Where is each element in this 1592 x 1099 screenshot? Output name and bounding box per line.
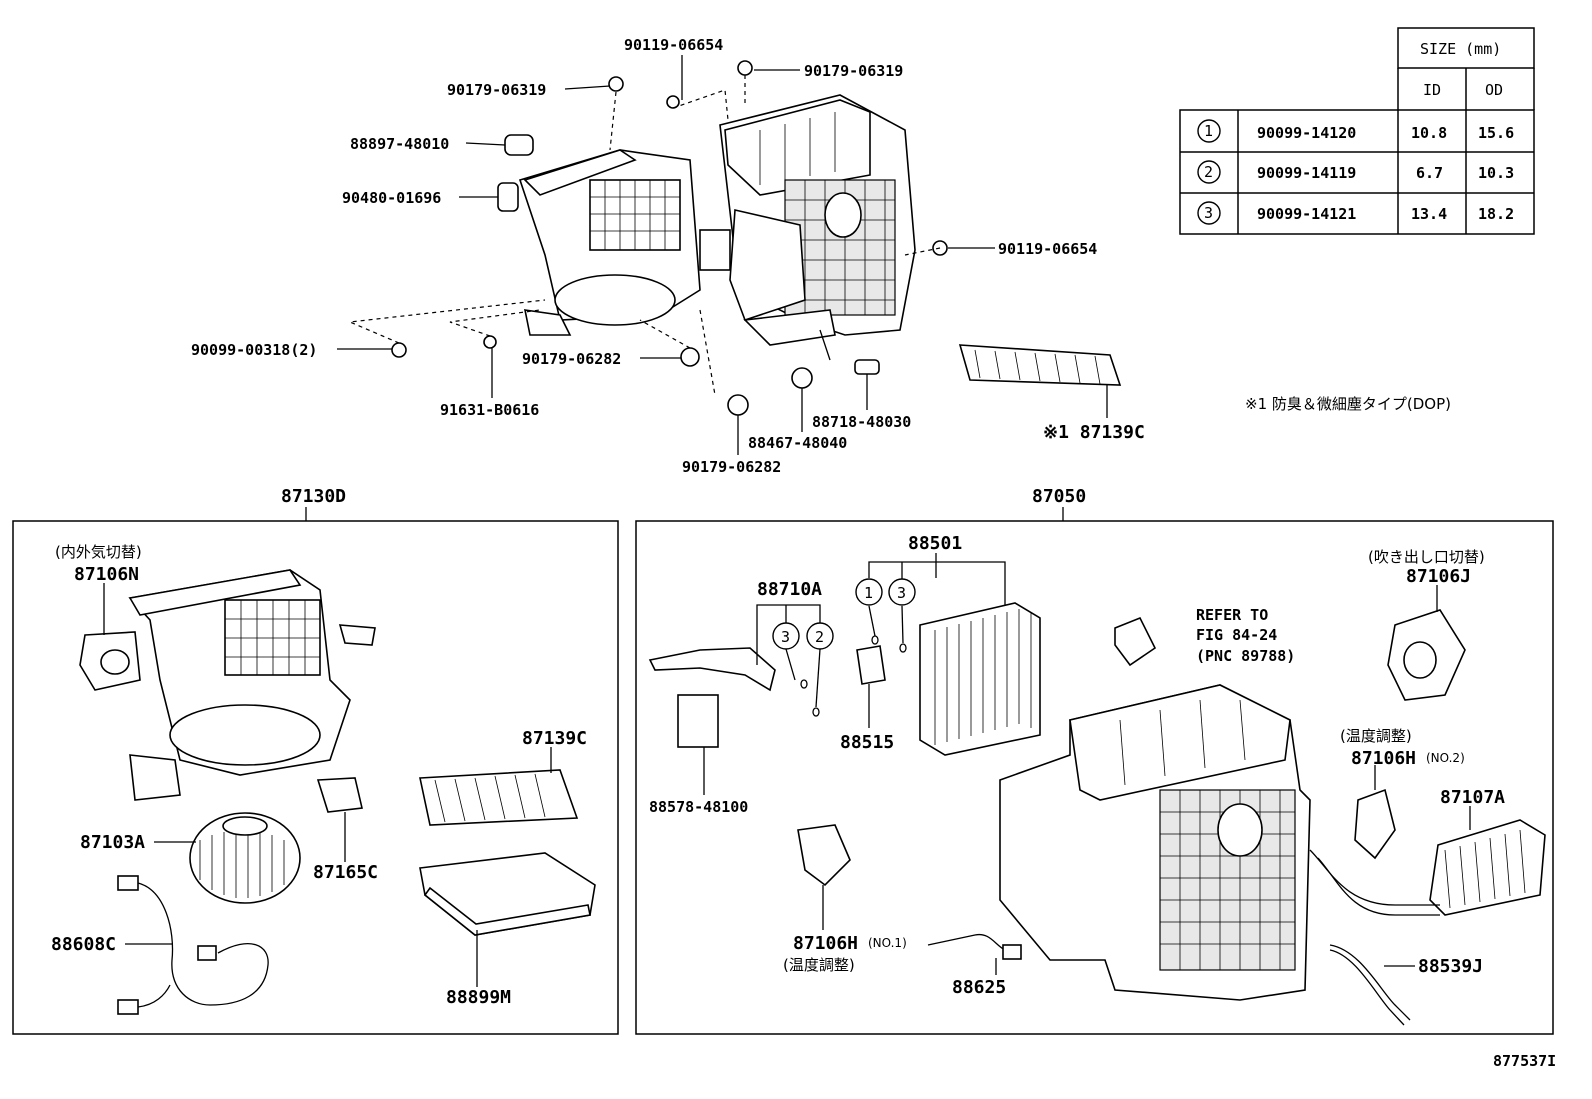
table-row-part: 90099-14121 (1257, 205, 1356, 223)
note-87106h-no2: (温度調整) (1340, 727, 1412, 745)
label-90179-06282-a: 90179-06282 (522, 350, 621, 368)
label-87106j: 87106J (1406, 566, 1471, 587)
circle-mark-3: 3 (897, 584, 906, 602)
left-box-leaders (103, 583, 552, 987)
table-row-mark: 3 (1204, 204, 1213, 222)
size-table (1179, 27, 1535, 235)
label-87165c: 87165C (313, 862, 378, 883)
label-88608c: 88608C (51, 934, 116, 955)
table-row-id: 6.7 (1416, 164, 1443, 182)
table-row-id: 13.4 (1411, 205, 1447, 223)
label-90119-06654-top: 90119-06654 (624, 36, 723, 54)
label-87139c-note: ※1 87139C (1043, 422, 1145, 443)
label-90179-06319-left: 90179-06319 (447, 81, 546, 99)
label-88515: 88515 (840, 732, 894, 753)
table-row-od: 10.3 (1478, 164, 1514, 182)
label-87106h-no2: 87106H (1351, 748, 1416, 769)
refer-line-2: FIG 84-24 (1196, 626, 1277, 644)
refer-line-1: REFER TO (1196, 606, 1268, 624)
label-88718-48030: 88718-48030 (812, 413, 911, 431)
right-box-leaders (703, 553, 1471, 975)
circle-mark-3: 3 (781, 628, 790, 646)
label-87106n: 87106N (74, 564, 139, 585)
label-87106h-no1-suffix: (NO.1) (868, 936, 907, 950)
label-88897-48010: 88897-48010 (350, 135, 449, 153)
right-box-drawing (648, 602, 1546, 1026)
label-90480-01696: 90480-01696 (342, 189, 441, 207)
label-87103a: 87103A (80, 832, 145, 853)
label-90099-00318: 90099-00318(2) (191, 341, 317, 359)
note-87106h-no1: (温度調整) (783, 956, 855, 974)
right-box-circles (772, 578, 916, 650)
table-row-mark: 2 (1204, 163, 1213, 181)
right-box-title: 87050 (1032, 486, 1086, 507)
label-87106h-no2-suffix: (NO.2) (1426, 751, 1465, 765)
label-87139c: 87139C (522, 728, 587, 749)
label-88625: 88625 (952, 977, 1006, 998)
label-88539j: 88539J (1418, 956, 1483, 977)
top-leaders (337, 55, 1108, 455)
label-88467-48040: 88467-48040 (748, 434, 847, 452)
label-88578-48100: 88578-48100 (649, 798, 748, 816)
table-row-part: 90099-14119 (1257, 164, 1356, 182)
note-87106j: (吹き出し口切替) (1368, 548, 1485, 566)
left-box-title: 87130D (281, 486, 346, 507)
label-90179-06282-b: 90179-06282 (682, 458, 781, 476)
table-row-od: 18.2 (1478, 205, 1514, 223)
table-row-mark: 1 (1204, 122, 1213, 140)
table-row-od: 15.6 (1478, 124, 1514, 142)
label-90179-06319-right: 90179-06319 (804, 62, 903, 80)
label-88501: 88501 (908, 533, 962, 554)
footnote-dop: ※1 防臭＆微細塵タイプ(DOP) (1245, 395, 1451, 413)
label-88899m: 88899M (446, 987, 511, 1008)
top-assembly-drawing (347, 60, 1122, 416)
note-87106n: (内外気切替) (55, 543, 142, 561)
figure-id: 877537I (1493, 1052, 1556, 1070)
right-box-frame (635, 520, 1554, 1035)
refer-line-3: (PNC 89788) (1196, 647, 1295, 665)
label-87106h-no1: 87106H (793, 933, 858, 954)
table-row-id: 10.8 (1411, 124, 1447, 142)
table-header-size: SIZE (mm) (1420, 40, 1501, 58)
table-header-id: ID (1423, 81, 1441, 99)
circle-mark-1: 1 (864, 584, 873, 602)
left-box-frame (12, 520, 619, 1035)
label-91631-b0616: 91631-B0616 (440, 401, 539, 419)
table-row-part: 90099-14120 (1257, 124, 1356, 142)
label-90119-06654-right: 90119-06654 (998, 240, 1097, 258)
circle-mark-2: 2 (815, 628, 824, 646)
left-box-drawing (79, 569, 596, 1015)
label-88710a: 88710A (757, 579, 822, 600)
label-87107a: 87107A (1440, 787, 1505, 808)
table-header-od: OD (1485, 81, 1503, 99)
